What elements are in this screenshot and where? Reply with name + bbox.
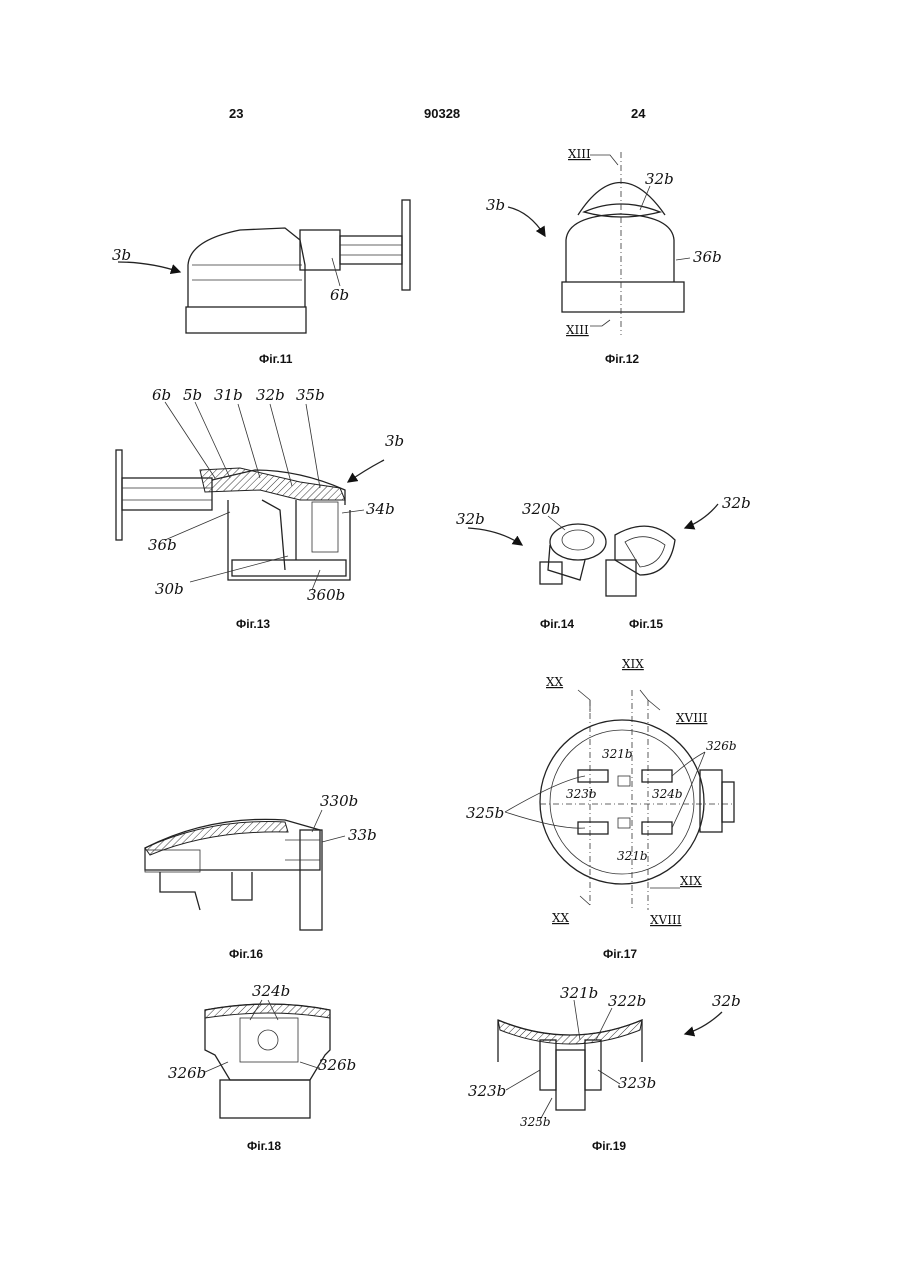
- section-mark-xviii-top: XVIII: [676, 711, 708, 725]
- figure-19-drawing: 321b 322b 32b 323b 323b 325b: [468, 984, 741, 1129]
- label-323b-left: 323b: [468, 1082, 506, 1100]
- label-3b: 3b: [486, 196, 505, 214]
- figure-18-drawing: 324b 326b 326b: [168, 982, 356, 1118]
- section-mark-xx-top: XX: [546, 675, 564, 689]
- label-324b: 324b: [652, 787, 683, 801]
- label-35b: 35b: [296, 386, 325, 404]
- label-6b: 6b: [152, 386, 171, 404]
- figure-17-drawing: XX XIX XVIII 321b 326b 323b 324b 325b 32…: [466, 657, 737, 927]
- section-mark-xix-bottom: XIX: [680, 874, 702, 888]
- label-32b: 32b: [645, 170, 674, 188]
- label-31b: 31b: [214, 386, 243, 404]
- label-326b-left: 326b: [168, 1064, 206, 1082]
- label-3b: 3b: [112, 246, 131, 264]
- label-326b: 326b: [706, 739, 737, 753]
- label-323b-right: 323b: [618, 1074, 656, 1092]
- label-5b: 5b: [183, 386, 202, 404]
- label-323b: 323b: [566, 787, 597, 801]
- label-30b: 30b: [155, 580, 184, 598]
- label-321b-bottom: 321b: [617, 849, 648, 863]
- section-mark-xiii-top: XIII: [568, 147, 591, 161]
- label-32b: 32b: [256, 386, 285, 404]
- label-322b: 322b: [608, 992, 646, 1010]
- figure-15-drawing: 32b: [606, 494, 751, 596]
- label-324b: 324b: [252, 982, 290, 1000]
- label-36b: 36b: [148, 536, 177, 554]
- label-325b: 325b: [520, 1115, 551, 1129]
- label-32b: 32b: [722, 494, 751, 512]
- section-mark-xviii-bottom: XVIII: [650, 913, 682, 927]
- label-32b: 32b: [712, 992, 741, 1010]
- label-321b-top: 321b: [602, 747, 633, 761]
- label-36b: 36b: [693, 248, 722, 266]
- label-320b: 320b: [522, 500, 560, 518]
- label-3b: 3b: [385, 432, 404, 450]
- section-mark-xiii-bottom: XIII: [566, 323, 589, 337]
- label-360b: 360b: [307, 586, 345, 604]
- label-326b-right: 326b: [318, 1056, 356, 1074]
- figure-14-drawing: 32b 320b: [456, 500, 606, 584]
- label-32b: 32b: [456, 510, 485, 528]
- label-330b: 330b: [320, 792, 358, 810]
- figure-16-drawing: 330b 33b: [145, 792, 377, 930]
- label-34b: 34b: [366, 500, 395, 518]
- figure-13-drawing: 6b 5b 31b 32b 35b 3b 34b 36b 30b 360b: [116, 386, 404, 604]
- label-321b: 321b: [560, 984, 598, 1002]
- figure-11-drawing: 3b 6b: [112, 200, 410, 333]
- label-33b: 33b: [348, 826, 377, 844]
- section-mark-xx-bottom: XX: [552, 911, 570, 925]
- section-mark-xix-top: XIX: [622, 657, 644, 671]
- figure-12-drawing: 32b 3b 36b XIII XIII: [486, 147, 722, 337]
- label-6b: 6b: [330, 286, 349, 304]
- label-325b: 325b: [466, 804, 504, 822]
